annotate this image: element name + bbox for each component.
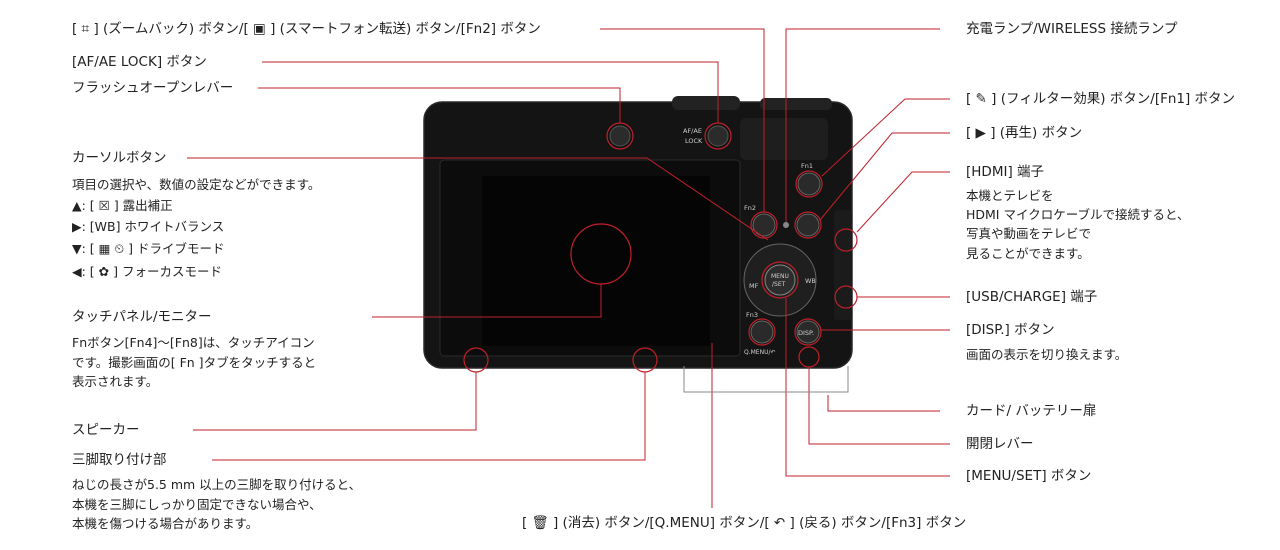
- mark-menu: MENU: [771, 273, 789, 280]
- mark-set: /SET: [772, 281, 786, 288]
- hdmi-desc-3: 写真や動画をテレビで: [966, 226, 1092, 241]
- mark-disp: DISP.: [798, 329, 814, 337]
- af-ae-lock-label: [AF/AE LOCK] ボタン: [72, 54, 207, 70]
- hdmi-desc-4: 見ることができます。: [966, 246, 1090, 261]
- zoom-back-label: [ ⌗ ] (ズームバック) ボタン/[ ▣ ] (スマートフォン転送) ボタン…: [72, 21, 541, 37]
- touch-desc-2: です。撮影画面の[ Fn ]タブをタッチすると: [72, 355, 317, 370]
- usb-port-label: [USB/CHARGE] 端子: [966, 289, 1098, 305]
- playback-button-label: [ ▶ ] (再生) ボタン: [966, 125, 1083, 141]
- mark-fn3: Fn3: [746, 311, 758, 319]
- camera-marks: AF/AE LOCK Fn1 Fn2 Fn3 MENU /SET WB MF D…: [683, 127, 816, 356]
- mark-fn1: Fn1: [801, 162, 813, 170]
- mark-wb: WB: [805, 277, 816, 285]
- tripod-label: 三脚取り付け部: [72, 452, 167, 468]
- filter-button-label: [ ✎ ] (フィルター効果) ボタン/[Fn1] ボタン: [966, 91, 1236, 107]
- cursor-down: ▼: [ ▦ ⏲ ] ドライブモード: [72, 241, 225, 256]
- hdmi-port-label: [HDMI] 端子: [966, 164, 1045, 180]
- cursor-right: ▶: [WB] ホワイトバランス: [72, 219, 225, 234]
- mark-af-ae: AF/AE: [683, 127, 702, 135]
- card-door-label: カード/ バッテリー扉: [966, 403, 1097, 419]
- release-lever-label: 開閉レバー: [966, 436, 1034, 452]
- cursor-desc: 項目の選択や、数値の設定などができます。: [72, 177, 321, 192]
- hdmi-desc-1: 本機とテレビを: [966, 188, 1054, 203]
- mark-fn2: Fn2: [744, 204, 756, 212]
- cursor-left: ◀: [ ✿ ] フォーカスモード: [72, 264, 222, 279]
- disp-desc: 画面の表示を切り換えます。: [966, 347, 1128, 362]
- cursor-button-label: カーソルボタン: [72, 150, 167, 166]
- tripod-desc-3: 本機を傷つける場合があります。: [72, 516, 259, 531]
- leader-lines: [187, 28, 950, 508]
- tripod-desc-2: 本機を三脚にしっかり固定できない場合や、: [72, 497, 322, 512]
- disp-button-label: [DISP.] ボタン: [966, 322, 1055, 338]
- mark-mf: MF: [749, 282, 759, 290]
- tripod-desc-1: ねじの長さが5.5 mm 以上の三脚を取り付けると、: [72, 477, 362, 492]
- speaker-label: スピーカー: [72, 422, 140, 438]
- charge-lamp-label: 充電ランプ/WIRELESS 接続ランプ: [966, 21, 1178, 37]
- camera-buttons: [609, 125, 821, 344]
- hdmi-desc-2: HDMI マイクロケーブルで接続すると、: [966, 207, 1190, 222]
- flash-lever-label: フラッシュオープンレバー: [72, 80, 234, 96]
- menu-set-label: [MENU/SET] ボタン: [966, 468, 1092, 484]
- mark-qmenu: Q.MENU/↶: [744, 349, 776, 356]
- door-bracket: [683, 366, 849, 393]
- touch-desc-3: 表示されます。: [72, 374, 159, 389]
- cursor-up: ▲: [ ☒ ] 露出補正: [72, 198, 173, 213]
- mark-lock: LOCK: [685, 137, 703, 145]
- camera-body: [423, 96, 853, 369]
- touch-panel-label: タッチパネル/モニター: [72, 309, 212, 325]
- touch-desc-1: Fnボタン[Fn4]～[Fn8]は、タッチアイコン: [72, 335, 315, 350]
- delete-button-label: [ 🗑 ] (消去) ボタン/[Q.MENU] ボタン/[ ↶ ] (戻る) ボ…: [522, 515, 967, 531]
